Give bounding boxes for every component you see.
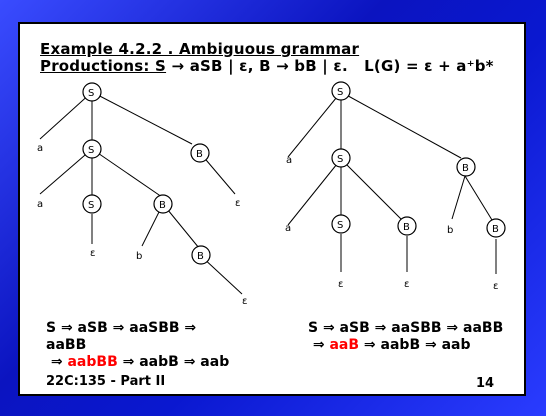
derivation-right: S ⇒ aSB ⇒ aaSBB ⇒ aaBB ⇒ aaB ⇒ aabB ⇒ aa…	[308, 320, 503, 354]
tree2-node-s-mid: S	[331, 148, 351, 168]
tree2-leaf-b: b	[447, 225, 453, 236]
page-number: 14	[476, 376, 495, 391]
tree2-leaf-eps2: ε	[404, 279, 409, 290]
tree1-edges	[39, 91, 243, 295]
footer-course: 22C:135 - Part II	[46, 374, 166, 389]
tree2-node-b-low: B	[486, 218, 506, 238]
tree1-node-s-root: S	[82, 82, 102, 102]
tree2-edges	[287, 91, 497, 274]
tree2-node-b-right: B	[456, 157, 476, 177]
tree1-node-b-low: B	[191, 245, 211, 265]
b-rule: B → bB | ε.	[259, 57, 348, 75]
s-rule: → aSB | ε,	[171, 57, 254, 75]
svg-text:B: B	[492, 224, 499, 235]
tree1-node-s-mid: S	[82, 139, 102, 159]
language-expression: L(G) = ε + a⁺b*	[364, 57, 494, 75]
derivation-left: S ⇒ aSB ⇒ aaSBB ⇒ aaBB ⇒ aabBB ⇒ aabB ⇒ …	[46, 320, 229, 371]
derivation-left-line3: ⇒ aabBB ⇒ aabB ⇒ aab	[50, 354, 230, 370]
derivation-left-highlight: aabBB	[67, 354, 118, 370]
derivation-left-line1: S ⇒ aSB ⇒ aaSBB ⇒	[46, 320, 197, 336]
derivation-left-line2: aaBB	[46, 337, 87, 353]
tree2-node-b-mid: B	[397, 216, 417, 236]
productions-line: Productions: S → aSB | ε, B → bB | ε. L(…	[40, 57, 494, 75]
svg-text:B: B	[403, 222, 410, 233]
parse-trees: S S B S B B a a ε ε b ε	[37, 81, 506, 307]
tree1-leaf-b: b	[136, 251, 142, 262]
svg-text:S: S	[88, 200, 94, 211]
svg-text:S: S	[337, 154, 343, 165]
tree1-leaf-eps1: ε	[235, 198, 240, 209]
tree2-leaf-a1: a	[286, 155, 292, 166]
svg-text:B: B	[462, 163, 469, 174]
tree2-node-s-low: S	[331, 214, 351, 234]
tree2-leaf-a2: a	[285, 223, 291, 234]
svg-text:S: S	[88, 88, 94, 99]
tree1-node-s-low: S	[82, 194, 102, 214]
tree1-leaf-a1: a	[37, 143, 43, 154]
tree1-node-b-right: B	[190, 143, 210, 163]
tree1-leaf-a2: a	[37, 199, 43, 210]
tree2-leaf-eps3: ε	[493, 281, 498, 292]
svg-text:B: B	[159, 200, 166, 211]
derivation-right-line2: ⇒ aaB ⇒ aabB ⇒ aab	[312, 337, 471, 353]
tree2-node-s-root: S	[331, 81, 351, 101]
tree1-leaf-eps2: ε	[90, 248, 95, 259]
svg-text:S: S	[337, 220, 343, 231]
svg-text:B: B	[197, 251, 204, 262]
tree1-leaf-eps3: ε	[242, 296, 247, 307]
derivation-right-highlight: aaB	[329, 337, 360, 353]
tree2-leaf-eps1: ε	[338, 279, 343, 290]
slide-title: Example 4.2.2 . Ambiguous grammar	[40, 40, 360, 58]
svg-text:S: S	[88, 145, 94, 156]
productions-label: Productions: S	[40, 57, 167, 75]
tree1-node-b-mid: B	[153, 194, 173, 214]
svg-text:B: B	[196, 149, 203, 160]
slide: Example 4.2.2 . Ambiguous grammar Produc…	[18, 22, 526, 396]
svg-text:S: S	[337, 87, 343, 98]
derivation-right-line1: S ⇒ aSB ⇒ aaSBB ⇒ aaBB	[308, 320, 504, 336]
